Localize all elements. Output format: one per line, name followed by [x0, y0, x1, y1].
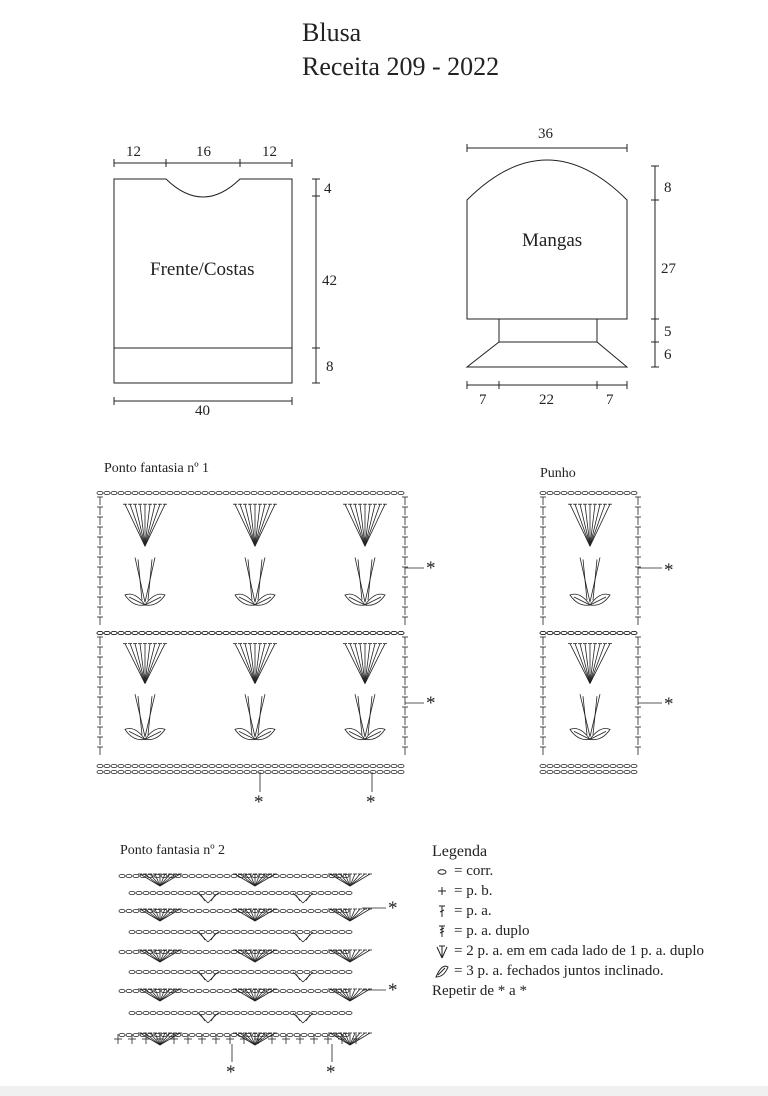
body-dim-top-right: 12 [262, 144, 277, 160]
chart-cuff-label: Punho [540, 466, 576, 481]
chart2-label: Ponto fantasia nº 2 [120, 843, 226, 858]
chart1-label: Ponto fantasia nº 1 [104, 461, 210, 476]
chart2-marker-right-1: * [388, 898, 398, 919]
cuff-marker-right-2: * [664, 694, 674, 715]
sleeve-dim-right-mid: 27 [661, 261, 676, 277]
sleeve-dim-bottom-mid: 22 [539, 392, 554, 408]
body-dim-bottom: 40 [195, 403, 210, 419]
sleeve-dim-right-top: 8 [664, 180, 672, 196]
body-dim-right-bottom: 8 [326, 359, 334, 375]
viewer-bottom-bar [0, 1086, 768, 1096]
legend-title: Legenda [432, 843, 488, 860]
legend-item-chain: = corr. [454, 863, 494, 879]
chart1-marker-right-2: * [426, 693, 436, 714]
treble-crochet-icon [439, 925, 445, 937]
legend-item-fan: = 2 p. a. em em cada lado de 1 p. a. dup… [454, 943, 705, 959]
legend-repeat-note: Repetir de * a * [432, 983, 527, 999]
chart2-marker-bottom-2: * [326, 1062, 336, 1083]
sleeve-cuff [465, 341, 629, 368]
chain-stitch-icon [437, 869, 447, 875]
legend-item-double-crochet: = p. a. [454, 903, 492, 919]
chart2-symbols [114, 873, 386, 1062]
double-crochet-icon [439, 905, 445, 917]
sleeve-dim-right-band: 5 [664, 324, 672, 340]
legend-item-treble-crochet: = p. a. duplo [454, 923, 530, 939]
cuff-chart-symbols [539, 490, 662, 775]
legend: Legenda = corr. = p. b. = p. a. = p. a. … [432, 843, 762, 1013]
sleeve-dim-top: 36 [538, 126, 553, 142]
body-dim-right-top: 4 [324, 181, 332, 197]
pattern-title: Blusa [302, 18, 362, 47]
chart1-symbols [96, 490, 424, 792]
sleeve-dim-bottom-right: 7 [606, 392, 614, 408]
chart2-marker-bottom-1: * [226, 1062, 236, 1083]
single-crochet-icon [438, 887, 446, 895]
body-outline [113, 178, 293, 384]
chart1-marker-bottom-2: * [366, 792, 376, 813]
pattern-subtitle: Receita 209 - 2022 [302, 52, 500, 81]
sleeve-dim-right-cuff: 6 [664, 347, 672, 363]
body-label: Frente/Costas [150, 259, 255, 280]
sleeve-dim-bottom-left: 7 [479, 392, 487, 408]
body-dim-top-left: 12 [126, 144, 141, 160]
chart1-marker-bottom-1: * [254, 792, 264, 813]
cluster-stitch-icon [435, 965, 449, 978]
legend-symbols [435, 869, 449, 978]
sleeve-outline [466, 159, 628, 320]
legend-item-cluster: = 3 p. a. fechados juntos inclinado. [454, 963, 664, 979]
sleeve-label: Mangas [522, 230, 583, 251]
body-dim-right-mid: 42 [322, 273, 337, 289]
cuff-marker-right-1: * [664, 560, 674, 581]
chart1-marker-right-1: * [426, 558, 436, 579]
body-dim-top-mid: 16 [196, 144, 211, 160]
chart2-marker-right-2: * [388, 980, 398, 1001]
legend-item-single-crochet: = p. b. [454, 883, 493, 899]
fan-stitch-icon [436, 945, 448, 959]
